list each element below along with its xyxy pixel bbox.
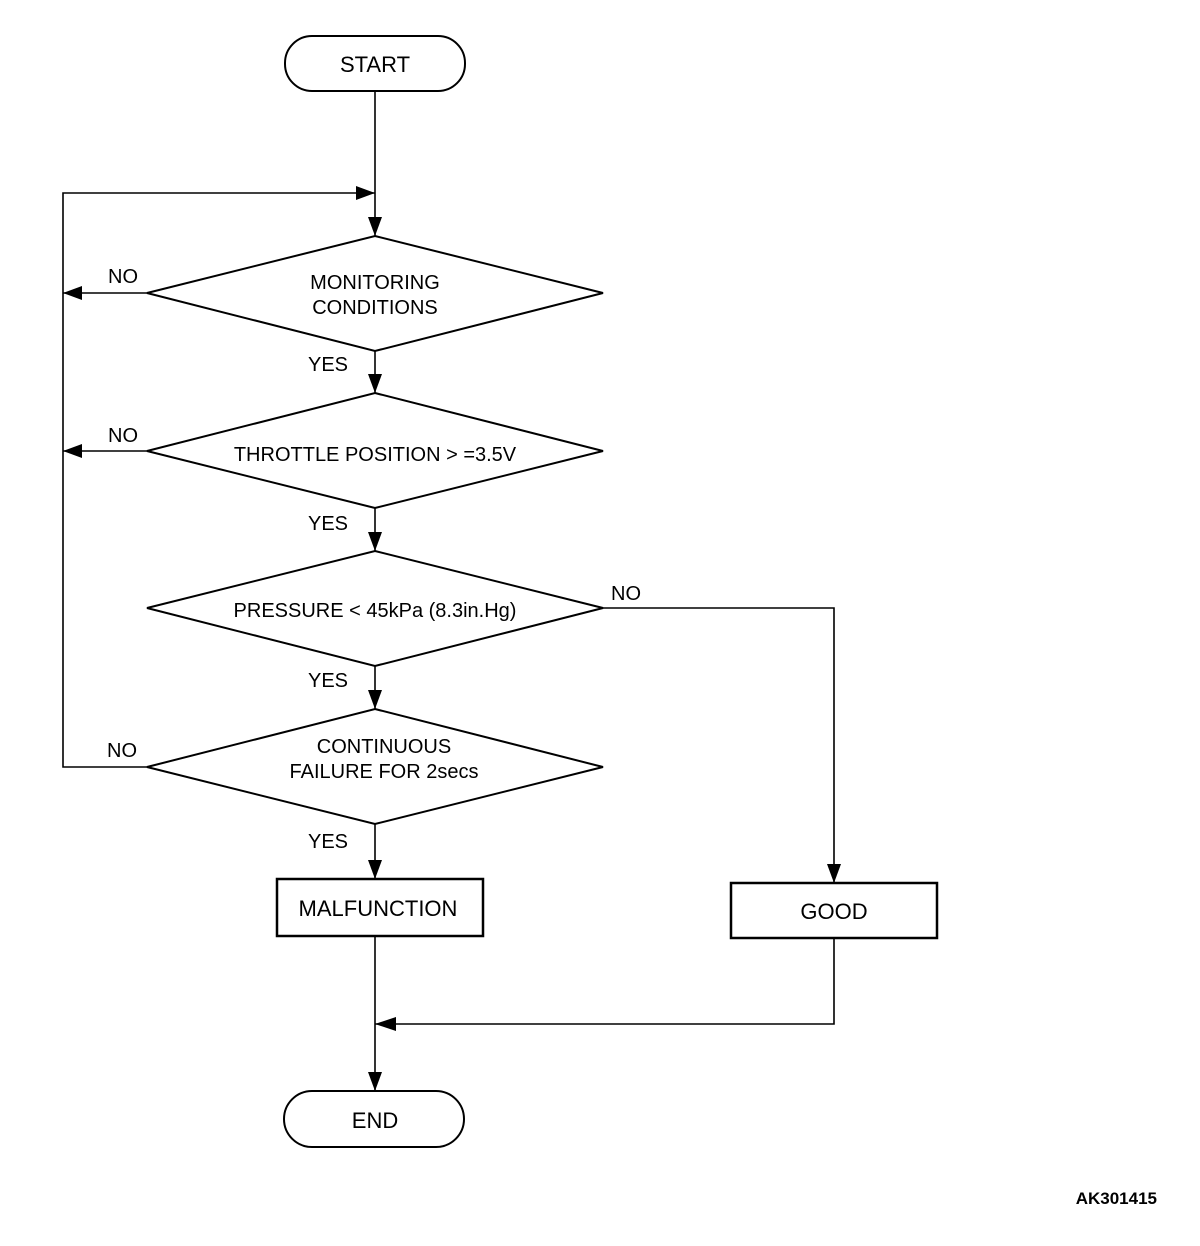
- end-terminal: END: [283, 1090, 465, 1148]
- malfunction-box: MALFUNCTION: [275, 877, 485, 938]
- arrowhead-monitoring-no: [63, 286, 82, 300]
- decision-throttle-position-line1: THROTTLE POSITION > =3.5V: [234, 444, 517, 466]
- decision-monitoring-conditions-line2: CONDITIONS: [312, 297, 438, 319]
- throttle-no-label: NO: [108, 425, 138, 447]
- good-label: GOOD: [800, 899, 867, 924]
- connector-good-to-merge: [375, 938, 835, 1025]
- end-terminal-shape: [283, 1090, 465, 1148]
- decision-continuous-failure-line2: FAILURE FOR 2secs: [290, 761, 479, 783]
- arrowhead-pressure-yes: [368, 690, 382, 709]
- continuous-failure-yes-label: YES: [308, 831, 348, 853]
- decision-continuous-failure-line1: CONTINUOUS: [317, 736, 451, 758]
- decision-monitoring-conditions-line1: MONITORING: [310, 272, 440, 294]
- pressure-yes-label: YES: [308, 670, 348, 692]
- good-box: GOOD: [729, 881, 939, 940]
- monitoring-yes-label: YES: [308, 354, 348, 376]
- connector-pressure-no: [603, 607, 835, 883]
- arrowhead-good-merge: [375, 1017, 396, 1031]
- good-box-shape: [729, 881, 939, 940]
- monitoring-no-label: NO: [108, 266, 138, 288]
- arrowhead-monitoring-yes: [368, 374, 382, 393]
- arrowhead-retry-loop: [356, 186, 375, 200]
- start-terminal: START: [284, 35, 466, 92]
- arrowhead-monitoring-in: [368, 217, 382, 236]
- arrowhead-end-in: [368, 1072, 382, 1091]
- arrowhead-throttle-no: [63, 444, 82, 458]
- decision-throttle-position: THROTTLE POSITION > =3.5V: [146, 391, 604, 510]
- throttle-yes-label: YES: [308, 513, 348, 535]
- malfunction-label: MALFUNCTION: [299, 896, 458, 921]
- decision-monitoring-conditions: MONITORING CONDITIONS: [146, 234, 604, 353]
- arrowhead-continuous-failure-yes: [368, 860, 382, 879]
- malfunction-box-shape: [275, 877, 485, 938]
- continuous-failure-no-label: NO: [107, 740, 137, 762]
- end-label: END: [352, 1108, 398, 1133]
- figure-id: AK301415: [1076, 1189, 1157, 1208]
- pressure-no-label: NO: [611, 583, 641, 605]
- connector-retry-loop: [62, 192, 375, 768]
- arrowhead-pressure-no: [827, 864, 841, 883]
- arrowhead-throttle-yes: [368, 532, 382, 551]
- decision-pressure-line1: PRESSURE < 45kPa (8.3in.Hg): [234, 600, 517, 622]
- decision-pressure: PRESSURE < 45kPa (8.3in.Hg): [146, 549, 604, 668]
- start-label: START: [340, 52, 410, 77]
- decision-continuous-failure: CONTINUOUS FAILURE FOR 2secs: [146, 707, 604, 826]
